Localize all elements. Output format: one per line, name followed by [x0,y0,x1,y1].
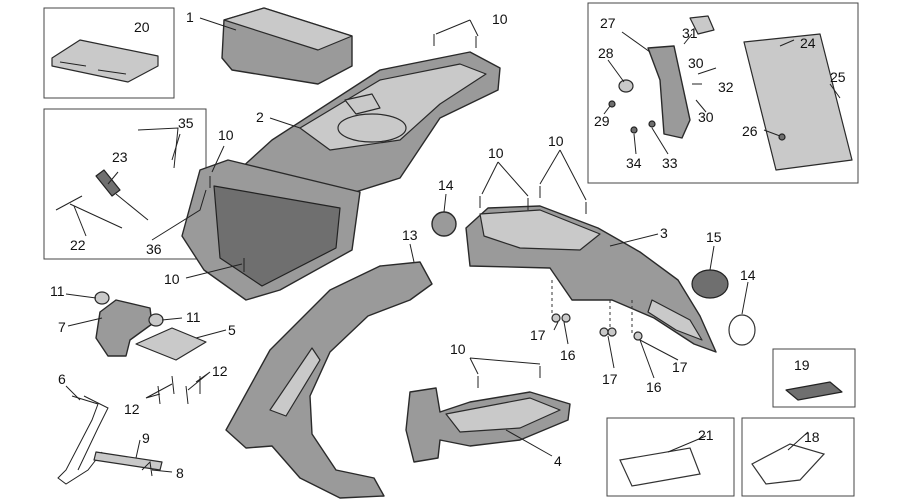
part-22-socket-wrench [55,195,123,229]
part-13-front-mudguard [225,261,433,499]
part-14-cap-right [728,314,756,346]
part-18-clip [751,443,826,485]
license-plate-parts [608,15,853,171]
screws-10 [209,34,587,388]
inset-box-19 [772,348,856,408]
callout-35: 35 [178,115,194,131]
callout-10-lower: 10 [164,271,180,287]
part-34-nut [630,126,638,134]
part-19-pad [785,381,843,401]
part-27-bracket [647,45,691,139]
part-1-cover [221,7,353,85]
callout-11-left: 11 [50,283,65,299]
callout-26: 26 [742,123,758,139]
callout-12-left: 12 [124,401,140,417]
part-8-clip [141,460,153,477]
callout-10-footrest: 10 [450,341,466,357]
callout-29: 29 [594,113,610,129]
part-26-nut [778,133,786,141]
callout-24: 24 [800,35,816,51]
part-3-rear-mudguard [465,205,717,353]
part-33-washer [648,120,656,128]
callout-1: 1 [186,9,194,25]
callout-12-right: 12 [212,363,228,379]
callout-14-left: 14 [438,177,454,193]
callout-23: 23 [112,149,128,165]
inset-box-21 [606,417,735,497]
bushing-11-left [94,291,110,305]
callout-17-b: 17 [602,371,618,387]
callout-17-c: 17 [672,359,688,375]
callout-10-mudguard-b: 10 [548,133,564,149]
part-14-cap-left [431,211,457,237]
callout-2: 2 [256,109,264,125]
part-23-screwdriver-shaft [115,193,149,221]
callout-28: 28 [598,45,614,61]
part-6-wire-stand [57,395,109,485]
callout-16-b: 16 [646,379,662,395]
part-24-plate-holder [743,33,853,171]
part-2-helmet-compartment [181,51,501,301]
callout-8: 8 [176,465,184,481]
callout-18: 18 [804,429,820,445]
callout-36: 36 [146,241,162,257]
part-28-bushing [618,79,634,93]
part-4-footrest-support [405,387,571,463]
part-31-light-shell [689,15,715,35]
callout-34: 34 [626,155,642,171]
callout-16-a: 16 [560,347,576,363]
callout-22: 22 [70,237,86,253]
callout-7: 7 [58,319,66,335]
callout-19: 19 [794,357,810,373]
callout-11-right: 11 [186,309,201,325]
inset-box-18 [741,417,855,497]
bushing-11-right [148,313,164,327]
callout-17-a: 17 [530,327,546,343]
part-7-pivot-bracket [94,291,164,357]
part-21-clip [619,447,701,487]
inset-box-license-plate [587,2,859,184]
callout-20: 20 [134,19,150,35]
tools-inset-parts [55,127,179,229]
part-23-screwdriver-handle [95,169,121,197]
leader-lines [65,17,841,473]
callout-30-a: 30 [688,55,704,71]
callout-33: 33 [662,155,678,171]
callout-6: 6 [58,371,66,387]
callout-10-compartment: 10 [218,127,234,143]
callout-10-mudguard-a: 10 [488,145,504,161]
part-35-allen-key [137,127,179,169]
part-9-pin [93,451,163,471]
callout-25: 25 [830,69,846,85]
part-20-bracket [51,39,159,83]
inset-box-20 [43,7,175,99]
callout-10-top: 10 [492,11,508,27]
part-15-grommet [691,269,729,299]
part-29-washer [608,100,616,108]
callout-27: 27 [600,15,616,31]
callout-21: 21 [698,427,714,443]
callout-13: 13 [402,227,418,243]
callout-5: 5 [228,322,236,338]
part-12-screws [157,375,201,405]
callout-15: 15 [706,229,722,245]
callout-14-right: 14 [740,267,756,283]
callout-4: 4 [554,453,562,469]
callout-3: 3 [660,225,668,241]
callout-30-b: 30 [698,109,714,125]
callout-labels: 1 2 3 4 5 6 7 8 9 10 10 10 10 10 10 11 1… [50,9,846,481]
part-5-plate [135,327,207,361]
callout-32: 32 [718,79,734,95]
callout-9: 9 [142,430,150,446]
fasteners-16-17 [551,280,643,341]
callout-31: 31 [682,25,698,41]
